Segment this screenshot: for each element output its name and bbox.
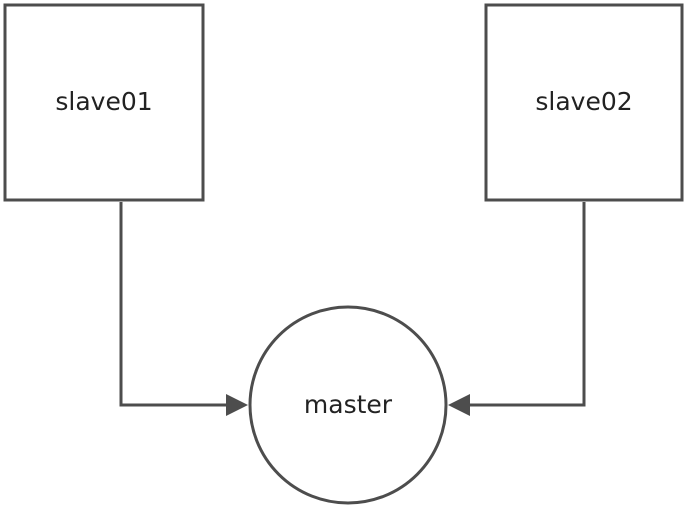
edge-line-slave02 bbox=[469, 202, 586, 407]
node-master: master bbox=[248, 305, 448, 505]
node-slave02: slave02 bbox=[484, 3, 684, 202]
master-circle bbox=[248, 305, 448, 505]
edge-slave01-to-master bbox=[119, 202, 248, 416]
slave01-label: slave01 bbox=[55, 87, 152, 116]
edge-line-slave01 bbox=[119, 202, 228, 407]
slave01-box bbox=[3, 3, 205, 202]
slave02-box bbox=[484, 3, 684, 202]
arrowhead-left-icon bbox=[448, 394, 470, 416]
edge-slave02-to-master bbox=[448, 202, 586, 416]
arrowhead-right-icon bbox=[226, 394, 248, 416]
slave02-label: slave02 bbox=[535, 87, 632, 116]
node-slave01: slave01 bbox=[3, 3, 205, 202]
master-label: master bbox=[304, 390, 393, 419]
